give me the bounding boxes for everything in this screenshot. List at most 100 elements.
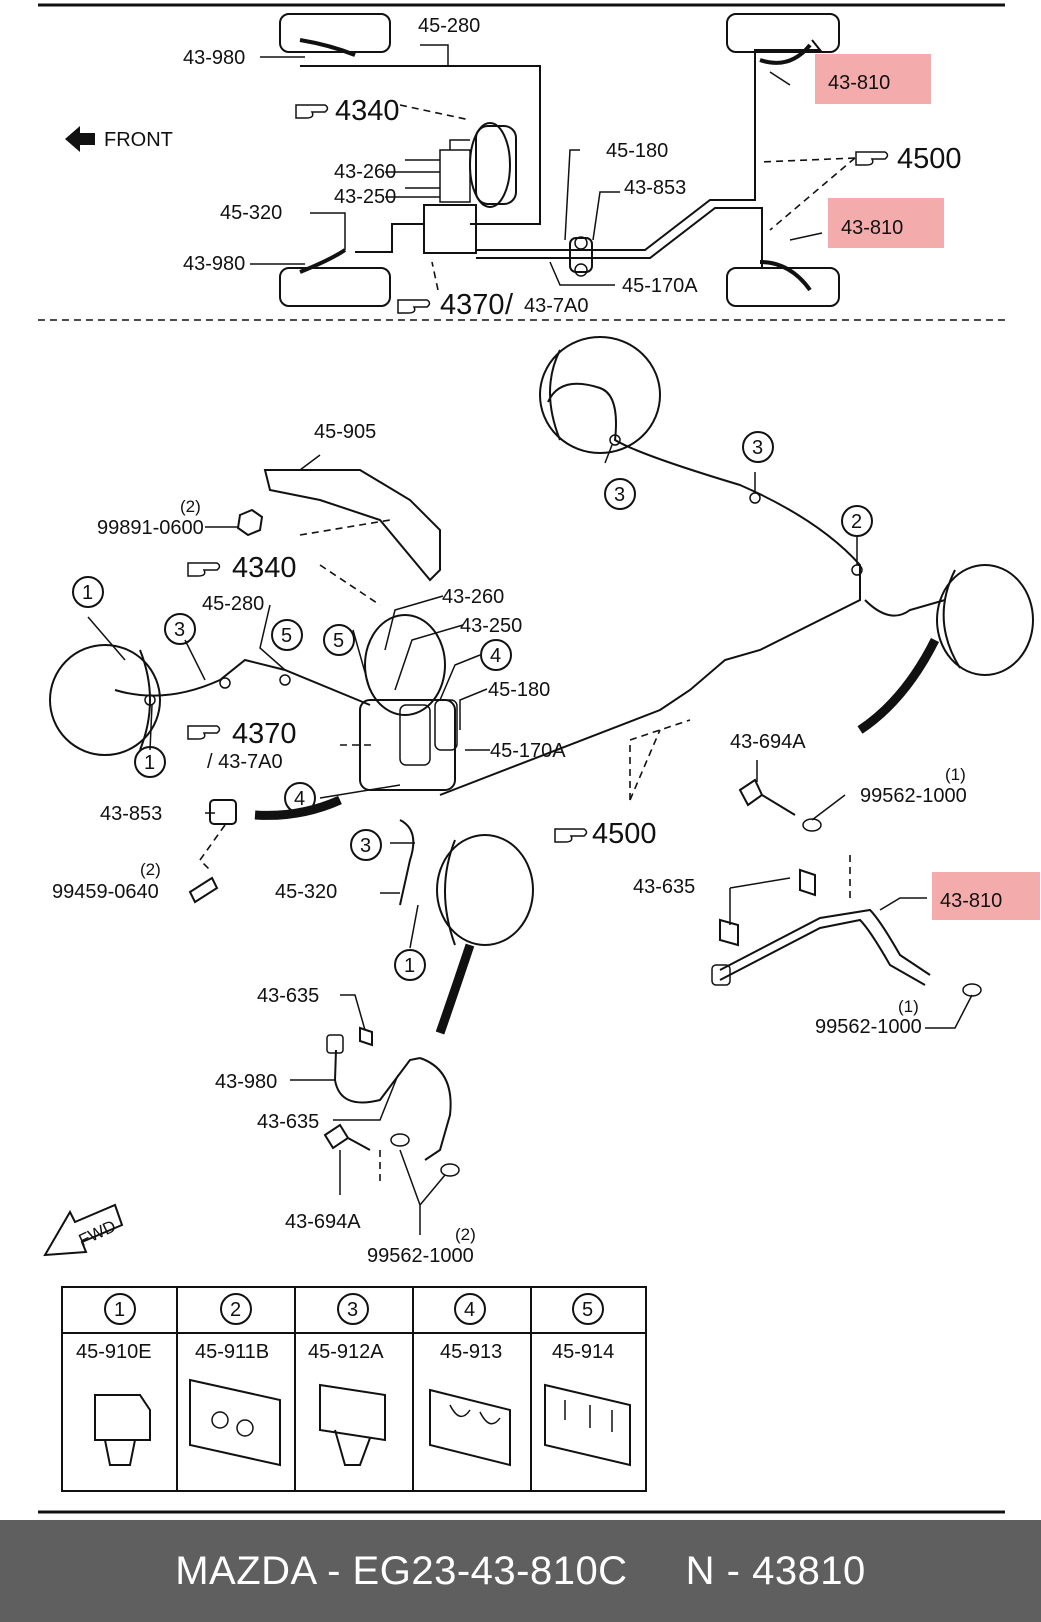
label-43-260: 43-260 bbox=[442, 586, 504, 608]
fwd-label: FWD bbox=[76, 1216, 119, 1250]
legend-part: 45-912A bbox=[308, 1341, 384, 1363]
svg-text:5: 5 bbox=[281, 625, 292, 647]
label-43-853: 43-853 bbox=[624, 177, 686, 199]
svg-text:1: 1 bbox=[114, 1299, 125, 1321]
highlight-43-810-bottom bbox=[828, 198, 944, 248]
label-99459-0640: 99459-0640 bbox=[52, 881, 159, 903]
label-45-905: 45-905 bbox=[314, 421, 376, 443]
clip-45-914-icon bbox=[544, 1383, 631, 1467]
svg-text:2: 2 bbox=[851, 511, 862, 533]
highlight-43-810-top bbox=[815, 54, 931, 104]
label-43-260: 43-260 bbox=[334, 161, 396, 183]
footer-text: MAZDA - EG23-43-810C N - 43810 bbox=[175, 1548, 866, 1593]
callout-circle: 2 bbox=[841, 505, 873, 537]
clip-45-913-icon bbox=[429, 1388, 511, 1467]
ref-4500: 4500 bbox=[897, 143, 962, 175]
svg-text:4: 4 bbox=[464, 1299, 475, 1321]
label-99891-0600: 99891-0600 bbox=[97, 517, 204, 539]
clip-45-912A-icon bbox=[319, 1383, 386, 1466]
legend-col-1: 1 45-910E bbox=[76, 1293, 152, 1466]
svg-text:1: 1 bbox=[144, 752, 155, 774]
clip-legend-table: 1 45-910E 2 45-911B 3 45-912A bbox=[61, 1286, 647, 1492]
label-99562-1000: 99562-1000 bbox=[815, 1016, 922, 1038]
label-45-320: 45-320 bbox=[220, 202, 282, 224]
legend-part: 45-911B bbox=[195, 1341, 269, 1363]
label-43-980: 43-980 bbox=[215, 1071, 277, 1093]
label-43-810-top: 43-810 bbox=[828, 72, 890, 94]
svg-text:3: 3 bbox=[174, 619, 185, 641]
legend-col-5: 5 45-914 bbox=[544, 1293, 631, 1467]
qty-1: (1) bbox=[945, 765, 966, 784]
front-left-wheel bbox=[279, 13, 391, 53]
label-43-635: 43-635 bbox=[257, 985, 319, 1007]
label-45-320: 45-320 bbox=[275, 881, 337, 903]
label-45-180: 45-180 bbox=[488, 679, 550, 701]
front-left-drum bbox=[49, 644, 161, 756]
qty-2: (2) bbox=[455, 1225, 476, 1244]
part-number-footer: MAZDA - EG23-43-810C N - 43810 bbox=[0, 1520, 1041, 1622]
front-right-drum bbox=[436, 834, 534, 946]
slash: / bbox=[505, 289, 514, 321]
svg-text:3: 3 bbox=[360, 835, 371, 857]
callout-circle: 1 bbox=[394, 949, 426, 981]
clip-45-910E-icon bbox=[94, 1394, 151, 1466]
label-43-853: 43-853 bbox=[100, 803, 162, 825]
label-43-635: 43-635 bbox=[633, 876, 695, 898]
ref-4370: 4370 bbox=[440, 289, 505, 321]
rear-right-wheel bbox=[726, 267, 840, 307]
svg-text:3: 3 bbox=[347, 1299, 358, 1321]
pointing-hand-icon bbox=[397, 299, 431, 314]
svg-text:1: 1 bbox=[82, 582, 93, 604]
ref-4370: 4370 bbox=[232, 718, 297, 750]
label-45-170A: 45-170A bbox=[622, 275, 698, 297]
label-43-250: 43-250 bbox=[334, 186, 396, 208]
svg-text:3: 3 bbox=[752, 437, 763, 459]
main-diagram: FWD 1 1 1 2 3 3 3 3 4 4 5 5 45-905 (2) 9… bbox=[43, 336, 1040, 1267]
legend-col-2: 2 45-911B bbox=[189, 1293, 281, 1467]
legend-col-3: 3 45-912A bbox=[308, 1293, 386, 1466]
callout-circle: 1 bbox=[72, 576, 104, 608]
ref-4500: 4500 bbox=[592, 818, 657, 850]
label-99562-1000: 99562-1000 bbox=[367, 1245, 474, 1267]
svg-text:3: 3 bbox=[614, 484, 625, 506]
highlight-43-810-main bbox=[932, 872, 1040, 920]
svg-text:5: 5 bbox=[333, 630, 344, 652]
label-43-250: 43-250 bbox=[460, 615, 522, 637]
svg-text:5: 5 bbox=[582, 1299, 593, 1321]
ref-4340: 4340 bbox=[232, 552, 297, 584]
qty-2: (2) bbox=[180, 497, 201, 516]
label-45-280: 45-280 bbox=[418, 15, 480, 37]
callout-circle: 3 bbox=[164, 613, 196, 645]
pointing-hand-icon bbox=[187, 725, 221, 740]
label-99562-1000: 99562-1000 bbox=[860, 785, 967, 807]
pointing-hand-icon bbox=[554, 828, 588, 843]
callout-circle: 1 bbox=[134, 746, 166, 778]
callout-circle: 3 bbox=[742, 431, 774, 463]
label-45-280: 45-280 bbox=[202, 593, 264, 615]
callout-circle: 3 bbox=[350, 829, 382, 861]
rear-right-drum bbox=[539, 336, 661, 454]
pointing-hand-icon bbox=[295, 104, 329, 119]
legend-part: 45-913 bbox=[440, 1341, 502, 1363]
top-schematic: FRONT 43-980 45-280 4340 43-260 43-250 4… bbox=[65, 13, 962, 321]
legend-part: 45-914 bbox=[552, 1341, 614, 1363]
label-43-694A: 43-694A bbox=[730, 731, 806, 753]
label-43-980: 43-980 bbox=[183, 47, 245, 69]
callout-circle: 4 bbox=[480, 639, 512, 671]
label-43-810-main: 43-810 bbox=[940, 890, 1002, 912]
svg-text:4: 4 bbox=[294, 788, 305, 810]
label-43-694A: 43-694A bbox=[285, 1211, 361, 1233]
svg-text:4: 4 bbox=[490, 645, 501, 667]
qty-1: (1) bbox=[898, 997, 919, 1016]
callout-circle: 5 bbox=[271, 619, 303, 651]
pointing-hand-icon bbox=[855, 151, 889, 166]
qty-2: (2) bbox=[140, 860, 161, 879]
fwd-arrow-icon: FWD bbox=[43, 1203, 124, 1257]
front-label: FRONT bbox=[104, 129, 173, 151]
rear-left-drum bbox=[936, 564, 1034, 676]
label-45-180: 45-180 bbox=[606, 140, 668, 162]
label-43-635: 43-635 bbox=[257, 1111, 319, 1133]
svg-text:1: 1 bbox=[404, 955, 415, 977]
label-43-7A0: 43-7A0 bbox=[524, 295, 589, 317]
legend-part: 45-910E bbox=[76, 1341, 152, 1363]
